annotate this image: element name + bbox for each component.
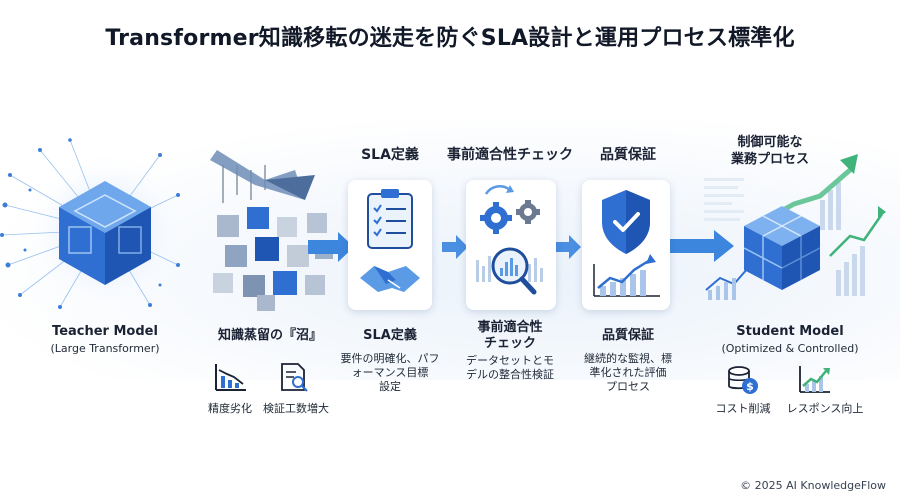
flow-arrow-2 [442,235,468,259]
issue-label-accuracy: 精度劣化 [208,402,252,415]
gears-magnifier-icon [476,185,543,295]
step-sla-name: SLA定義 [363,328,417,343]
svg-text:$: $ [746,380,754,393]
goal-label-line: 業務プロセス [730,152,809,167]
page-title: Transformer知識移転の迷走を防ぐSLA設計と運用プロセス標準化 [105,26,795,51]
student-model-graphic [700,140,890,315]
distillation-swamp-graphic [195,145,345,315]
step-check-name-line: 事前適合性 [477,320,543,335]
flow-arrow-3 [555,235,581,259]
step-qa-card [582,180,670,310]
step-sla-desc-line: ォーマンス目標 [351,366,429,379]
step-check-desc: データセットとモ デルの整合性検証 [450,354,570,382]
step-qa-desc-line: 準化された評価 [589,366,667,379]
step-qa-desc-line: 継続的な監視、標 [584,352,672,365]
swamp-label: 知識蒸留の『沼』 [217,328,322,343]
copyright: © 2025 AI KnowledgeFlow [740,479,886,492]
student-model-subtitle: (Optimized & Controlled) [721,342,859,355]
step-qa-desc-line: プロセス [606,380,650,393]
coins-dollar-icon: $ [726,364,760,396]
step-sla-top-label: SLA定義 [361,147,419,163]
step-check-name-line: チェック [483,336,536,351]
flow-arrow-4 [668,230,734,262]
clipboard-checklist-handshake-icon [360,189,420,292]
step-sla-desc: 要件の明確化、パフ ォーマンス目標 設定 [330,352,450,394]
step-sla-desc-line: 設定 [379,380,401,393]
benefit-label-response: レスポンス向上 [786,402,864,415]
step-sla-card [348,180,432,310]
step-check-card [466,180,556,310]
teacher-model-graphic [0,135,180,310]
chart-decline-icon [210,362,250,394]
teacher-model-name: Teacher Model [52,324,158,339]
teacher-model-subtitle: (Large Transformer) [50,342,160,355]
flow-arrow-1 [308,232,354,262]
goal-label: 制御可能な 業務プロセス [720,134,820,168]
step-qa-top-label: 品質保証 [600,147,656,163]
step-qa-desc: 継続的な監視、標 準化された評価 プロセス [566,352,690,394]
goal-label-line: 制御可能な [737,135,803,150]
step-check-desc-line: データセットとモ [466,354,554,367]
chart-up-icon [796,364,832,396]
shield-check-chart-icon [593,190,660,297]
step-check-top-label: 事前適合性チェック [447,147,573,163]
step-sla-desc-line: 要件の明確化、パフ [340,352,440,365]
student-model-name: Student Model [736,324,844,339]
step-check-desc-line: デルの整合性検証 [466,368,554,381]
step-check-name: 事前適合性 チェック [460,320,560,352]
issue-label-verification: 検証工数増大 [263,402,329,415]
step-qa-name: 品質保証 [601,328,654,343]
document-search-icon [276,362,312,394]
benefit-label-cost: コスト削減 [715,402,771,415]
